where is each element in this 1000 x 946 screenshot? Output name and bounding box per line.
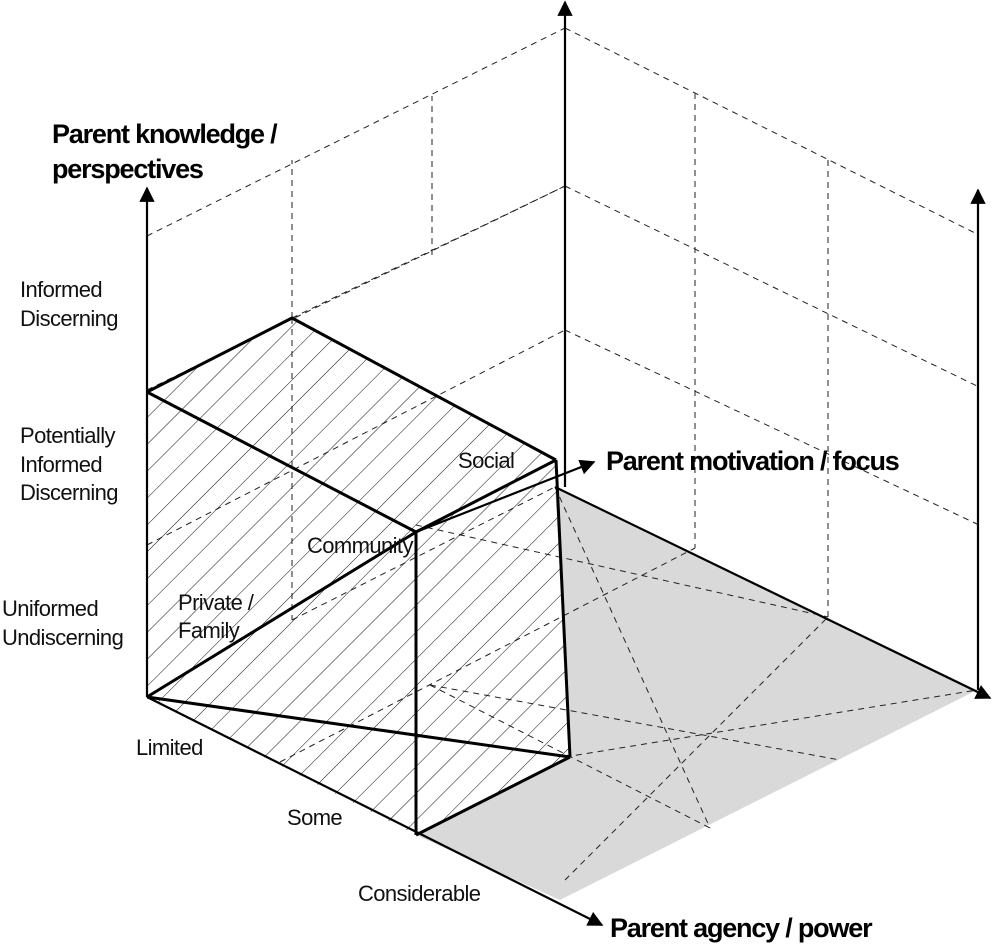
level-potentially-informed: Potentially Informed Discerning [20, 423, 120, 505]
axes [139, 0, 992, 926]
agency-some: Some [287, 805, 342, 830]
focus-private-family: Private / Family [178, 590, 259, 643]
floor-plane [416, 487, 977, 900]
motivation-axis-title: Parent motivation / focus [606, 446, 899, 476]
level-informed-discerning: Informed Discerning [20, 277, 118, 331]
agency-axis-arrow [146, 696, 604, 926]
agency-axis-title: Parent agency / power [610, 913, 873, 943]
hatched-block [147, 318, 570, 835]
level-uninformed-undiscerning: Uniformed Undiscerning [2, 596, 123, 650]
focus-social: Social [458, 448, 514, 473]
floor-back-edge [554, 486, 992, 699]
agency-limited: Limited [136, 735, 203, 760]
focus-community: Community [307, 533, 413, 558]
agency-considerable: Considerable [358, 881, 481, 906]
knowledge-axis-title: Parent knowledge / perspectives [52, 119, 283, 184]
